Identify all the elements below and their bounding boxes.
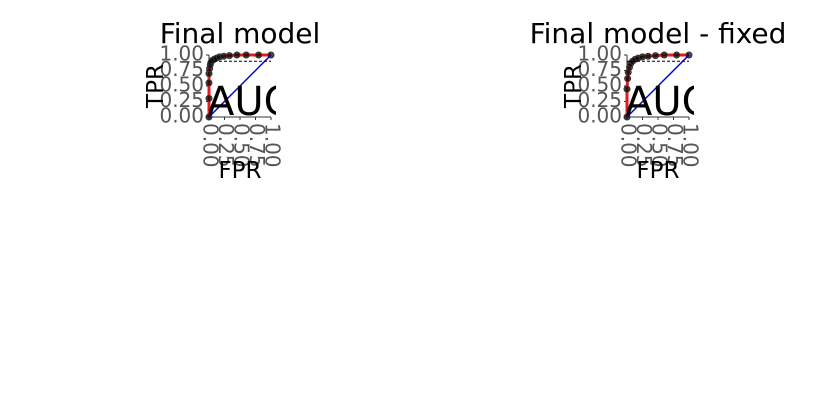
- y-axis-title: TPR: [143, 64, 169, 109]
- x-axis-title: FPR: [636, 158, 679, 184]
- chart-title: Final model: [160, 17, 321, 50]
- y-tick-label: 0.75: [159, 57, 204, 81]
- y-tick-label: 0.00: [159, 104, 204, 128]
- y-tick-label: 0.50: [577, 73, 622, 97]
- roc-point: [242, 51, 250, 59]
- y-axis-title: TPR: [561, 64, 587, 109]
- y-tick-label: 0.75: [577, 57, 622, 81]
- roc-point: [623, 85, 631, 93]
- y-tick-label: 1.00: [159, 42, 204, 66]
- y-tick-label: 0.00: [577, 104, 622, 128]
- chance-line: [626, 54, 690, 118]
- roc-chart-left: Final model0.000.000.250.250.500.500.750…: [143, 17, 338, 184]
- x-tick-label: 0.25: [214, 123, 238, 168]
- auc-annotation: AUC =: [625, 79, 756, 125]
- roc-point: [225, 52, 233, 60]
- roc-point: [639, 53, 646, 61]
- x-tick-label: 0.50: [230, 123, 254, 168]
- x-tick-label: 0.75: [245, 123, 269, 168]
- x-tick-label: 1.00: [261, 123, 285, 168]
- y-tick-label: 0.25: [577, 88, 622, 112]
- x-tick-label: 1.00: [679, 123, 703, 168]
- roc-point: [673, 51, 681, 59]
- roc-point: [255, 51, 263, 59]
- x-axis-title: FPR: [218, 158, 261, 184]
- x-tick-label: 0.00: [617, 123, 641, 168]
- y-tick-label: 1.00: [577, 42, 622, 66]
- y-tick-label: 0.50: [159, 73, 204, 97]
- roc-point: [644, 52, 652, 60]
- y-tick-label: 0.25: [159, 88, 204, 112]
- roc-point: [220, 52, 228, 60]
- chance-line: [208, 54, 272, 118]
- roc-point: [652, 52, 660, 60]
- roc-point: [205, 79, 213, 87]
- auc-annotation: AUC =: [207, 79, 338, 125]
- roc-point: [205, 94, 213, 102]
- x-tick-label: 0.75: [663, 123, 687, 168]
- chart-title: Final model - fixed: [530, 17, 787, 50]
- x-tick-label: 0.25: [632, 123, 656, 168]
- x-tick-label: 0.00: [199, 123, 223, 168]
- roc-point: [233, 51, 241, 59]
- x-tick-label: 0.50: [648, 123, 672, 168]
- roc-point: [660, 51, 668, 59]
- roc-chart-right: Final model - fixed0.000.000.250.250.500…: [530, 17, 787, 184]
